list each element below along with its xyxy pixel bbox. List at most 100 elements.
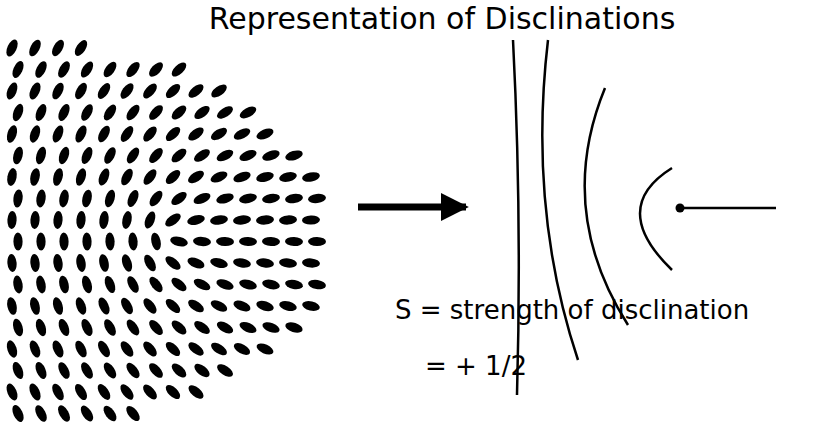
molecule-ellipse xyxy=(186,168,206,185)
molecule-ellipse xyxy=(186,125,206,143)
molecule-ellipse xyxy=(79,360,96,380)
molecule-ellipse xyxy=(96,296,112,316)
molecule-ellipse xyxy=(301,299,321,312)
molecule-ellipse xyxy=(12,189,23,208)
molecule-ellipse xyxy=(4,382,19,402)
molecule-ellipse xyxy=(215,362,235,380)
molecule-ellipse xyxy=(307,279,326,291)
molecule-ellipse xyxy=(124,404,143,424)
molecule-ellipse xyxy=(118,81,136,101)
molecule-ellipse xyxy=(279,215,298,225)
molecule-ellipse xyxy=(5,339,19,359)
molecule-ellipse xyxy=(72,382,89,402)
molecule-ellipse xyxy=(28,296,41,316)
molecule-ellipse xyxy=(118,339,136,359)
molecule-ellipse xyxy=(301,171,320,184)
molecule-ellipse xyxy=(56,59,73,79)
molecule-ellipse xyxy=(169,235,189,248)
molecule-ellipse xyxy=(141,124,160,144)
molecule-ellipse xyxy=(101,102,118,122)
diagram-title: Representation of Disclinations xyxy=(209,2,676,35)
molecule-ellipse xyxy=(169,103,188,122)
molecule-ellipse xyxy=(119,296,136,316)
molecule-ellipse xyxy=(34,318,48,338)
molecule-ellipse xyxy=(215,192,235,206)
molecule-ellipse xyxy=(73,124,89,144)
molecule-ellipse xyxy=(124,361,142,381)
molecule-ellipse xyxy=(52,254,63,273)
molecule-ellipse xyxy=(141,382,160,402)
molecule-ellipse xyxy=(56,102,72,122)
molecule-ellipse xyxy=(73,81,90,101)
molecule-ellipse xyxy=(232,298,252,313)
molecule-ellipse xyxy=(147,103,166,123)
molecule-ellipse xyxy=(150,232,163,252)
molecule-ellipse xyxy=(76,211,87,230)
molecule-ellipse xyxy=(163,382,182,401)
molecule-ellipse xyxy=(238,320,258,336)
molecule-ellipse xyxy=(78,59,95,79)
molecule-ellipse xyxy=(169,146,189,165)
molecule-ellipse xyxy=(193,236,212,247)
molecule-ellipse xyxy=(255,126,275,142)
molecule-ellipse xyxy=(7,254,18,273)
molecule-ellipse xyxy=(50,339,65,359)
disclination-tail xyxy=(680,207,776,210)
molecule-ellipse xyxy=(147,275,165,295)
molecule-ellipse xyxy=(209,340,229,357)
molecule-ellipse xyxy=(72,38,89,58)
molecule-ellipse xyxy=(118,382,136,402)
molecule-ellipse xyxy=(124,60,142,80)
molecule-ellipse xyxy=(255,341,275,357)
molecule-ellipse xyxy=(186,213,206,227)
molecule-ellipse xyxy=(51,296,65,316)
molecule-ellipse xyxy=(233,214,252,225)
molecule-ellipse xyxy=(79,145,94,165)
molecule-ellipse xyxy=(10,59,26,79)
molecule-ellipse xyxy=(13,232,23,250)
molecule-ellipse xyxy=(12,275,24,294)
molecule-ellipse xyxy=(192,319,212,337)
molecule-ellipse xyxy=(209,169,229,185)
molecule-ellipse xyxy=(96,124,113,144)
molecule-ellipse xyxy=(102,317,119,337)
molecule-ellipse xyxy=(308,193,327,204)
molecule-ellipse xyxy=(56,403,73,423)
molecule-ellipse xyxy=(163,211,183,229)
molecule-ellipse xyxy=(284,320,304,334)
molecule-ellipse xyxy=(232,257,251,269)
molecule-ellipse xyxy=(5,124,19,144)
molecule-ellipse xyxy=(57,317,72,337)
molecule-ellipse xyxy=(50,124,65,144)
label-text: = + 1/2 xyxy=(425,352,527,381)
molecule-ellipse xyxy=(192,191,212,207)
molecule-ellipse xyxy=(302,258,321,269)
molecule-ellipse xyxy=(10,360,25,380)
molecule-ellipse xyxy=(169,361,188,380)
molecule-ellipse xyxy=(81,189,94,209)
molecule-ellipse xyxy=(95,81,113,101)
molecule-ellipse xyxy=(95,382,113,402)
molecule-ellipse xyxy=(255,170,275,184)
molecule-ellipse xyxy=(238,192,258,205)
molecule-ellipse xyxy=(169,189,189,207)
molecule-ellipse xyxy=(95,339,112,359)
molecule-ellipse xyxy=(124,103,142,123)
molecule-ellipse xyxy=(232,170,252,185)
molecule-ellipse xyxy=(186,297,206,315)
molecule-ellipse xyxy=(215,319,235,336)
molecule-ellipse xyxy=(101,404,119,424)
molecule-ellipse xyxy=(10,403,26,423)
disclination-core xyxy=(676,204,685,213)
molecule-ellipse xyxy=(78,403,95,423)
molecule-ellipse xyxy=(141,339,160,359)
molecule-ellipse xyxy=(163,297,182,316)
molecule-ellipse xyxy=(58,189,70,208)
molecule-ellipse xyxy=(284,193,303,205)
molecule-ellipse xyxy=(147,146,166,166)
molecule-ellipse xyxy=(279,257,298,268)
molecule-ellipse xyxy=(308,237,326,247)
molecule-ellipse xyxy=(239,237,257,247)
molecule-ellipse xyxy=(261,148,281,163)
field-lines xyxy=(513,40,776,395)
